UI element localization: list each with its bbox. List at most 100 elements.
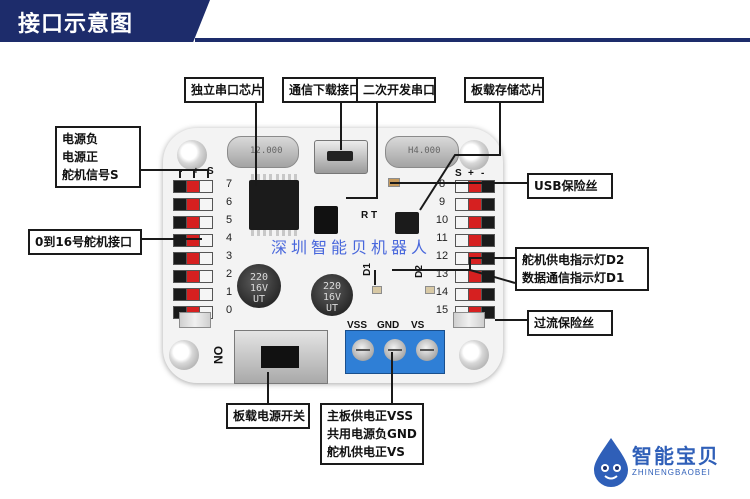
header-pin[interactable] [173, 234, 187, 247]
serial-chip [249, 180, 299, 230]
port-number: 6 [225, 196, 233, 208]
header-pin[interactable] [173, 252, 187, 265]
header-pin[interactable] [481, 216, 495, 229]
label-serial-chip: 独立串口芯片 [184, 77, 264, 103]
header-pin[interactable] [199, 270, 213, 283]
header-pin[interactable] [186, 270, 200, 283]
port-number: 11 [436, 232, 448, 244]
header-pin[interactable] [186, 216, 200, 229]
port-number: 15 [435, 304, 449, 316]
header-pin[interactable] [455, 216, 469, 229]
label-power-legend: 电源负 电源正 舵机信号S [55, 126, 141, 188]
dev-serial-header [314, 206, 338, 234]
label-text: 主板供电正VSS [327, 409, 414, 423]
crystal-right-text: H4.000 [408, 146, 441, 156]
header-pin[interactable] [468, 180, 482, 193]
label-text: 通信下载接口 [289, 83, 362, 97]
mount-hole-bottom-left [169, 340, 199, 370]
label-text: 舵机信号S [62, 168, 119, 182]
header-pin[interactable] [481, 288, 495, 301]
header-pin[interactable] [481, 252, 495, 265]
header-pin[interactable] [468, 288, 482, 301]
header-rule [195, 38, 750, 42]
header-pin[interactable] [468, 216, 482, 229]
header-pin[interactable] [481, 180, 495, 193]
label-text: 舵机供电正VS [327, 445, 405, 459]
header-pin[interactable] [173, 270, 187, 283]
label-text: 过流保险丝 [534, 316, 595, 330]
header-pin[interactable] [199, 252, 213, 265]
label-text: 板载电源开关 [233, 409, 306, 423]
capacitor-left: 220 16V UT [237, 264, 281, 308]
header-bar: 接口示意图 [0, 0, 750, 46]
storage-chip [395, 212, 419, 234]
header-pin[interactable] [468, 198, 482, 211]
header-tab [0, 0, 210, 42]
header-pin[interactable] [481, 198, 495, 211]
port-number: 9 [438, 196, 446, 208]
label-text: 数据通信指示灯D1 [522, 271, 625, 285]
header-pin[interactable] [455, 270, 469, 283]
serial-chip-pins-top [251, 174, 297, 180]
header-pin[interactable] [173, 198, 187, 211]
label-power-switch: 板载电源开关 [226, 403, 310, 429]
header-pin[interactable] [481, 234, 495, 247]
header-pin[interactable] [455, 180, 469, 193]
capacitor-right: 220 16V UT [311, 274, 353, 316]
screw-terminal-gnd [384, 339, 406, 361]
label-text: USB保险丝 [534, 179, 598, 193]
crystal-right: H4.000 [385, 136, 459, 168]
header-pin[interactable] [186, 252, 200, 265]
header-pin[interactable] [481, 270, 495, 283]
header-pin[interactable] [186, 198, 200, 211]
header-pin[interactable] [186, 180, 200, 193]
screw-terminal-vs [416, 339, 438, 361]
d1-silk: D1 [361, 263, 373, 276]
mark-signal: S [207, 166, 214, 177]
header-pin[interactable] [455, 198, 469, 211]
header-pin[interactable] [199, 288, 213, 301]
port-number: 7 [225, 178, 233, 190]
header-pin[interactable] [173, 288, 187, 301]
watermark-text: 深圳智能贝机器人 [271, 238, 432, 257]
header-pin[interactable] [455, 234, 469, 247]
port-number: 12 [435, 250, 449, 262]
header-pin[interactable] [199, 234, 213, 247]
header-pin[interactable] [199, 198, 213, 211]
label-power-terminal: 主板供电正VSS 共用电源负GND 舵机供电正VS [320, 403, 424, 465]
mount-hole-bottom-right [459, 340, 489, 370]
header-pin[interactable] [468, 252, 482, 265]
switch-knob[interactable] [261, 346, 299, 368]
header-pin[interactable] [173, 216, 187, 229]
power-switch[interactable] [234, 330, 328, 384]
led-d2 [425, 286, 435, 294]
fuse-left [179, 312, 211, 328]
port-number: 14 [435, 286, 449, 298]
header-pin[interactable] [468, 270, 482, 283]
overcurrent-fuse [453, 312, 485, 328]
label-text: 电源负 [62, 132, 99, 146]
serial-chip-pins-bottom [251, 230, 297, 236]
header-pin[interactable] [186, 288, 200, 301]
usb-download-port[interactable] [314, 140, 368, 174]
logo-name: 智能宝贝 [632, 444, 720, 468]
header-pin[interactable] [455, 288, 469, 301]
port-number: 2 [225, 268, 233, 280]
header-pin[interactable] [173, 180, 187, 193]
label-text: 独立串口芯片 [191, 83, 264, 97]
header-pin[interactable] [199, 180, 213, 193]
header-pin[interactable] [468, 234, 482, 247]
label-overcurrent-fuse: 过流保险丝 [527, 310, 613, 336]
rt-silk: R T [361, 210, 378, 221]
header-pin[interactable] [199, 216, 213, 229]
terminal-label-vss: VSS [347, 320, 368, 331]
header-pin[interactable] [455, 252, 469, 265]
crystal-left: 12.000 [227, 136, 299, 168]
screw-terminal-vss [352, 339, 374, 361]
power-terminal-block[interactable] [345, 330, 445, 374]
header-pin[interactable] [186, 234, 200, 247]
led-d1 [372, 286, 382, 294]
logo-subtitle: ZHINENGBAOBEI [632, 468, 711, 477]
mark-plus: + [193, 166, 199, 177]
label-leds: 舵机供电指示灯D2 数据通信指示灯D1 [515, 247, 649, 291]
